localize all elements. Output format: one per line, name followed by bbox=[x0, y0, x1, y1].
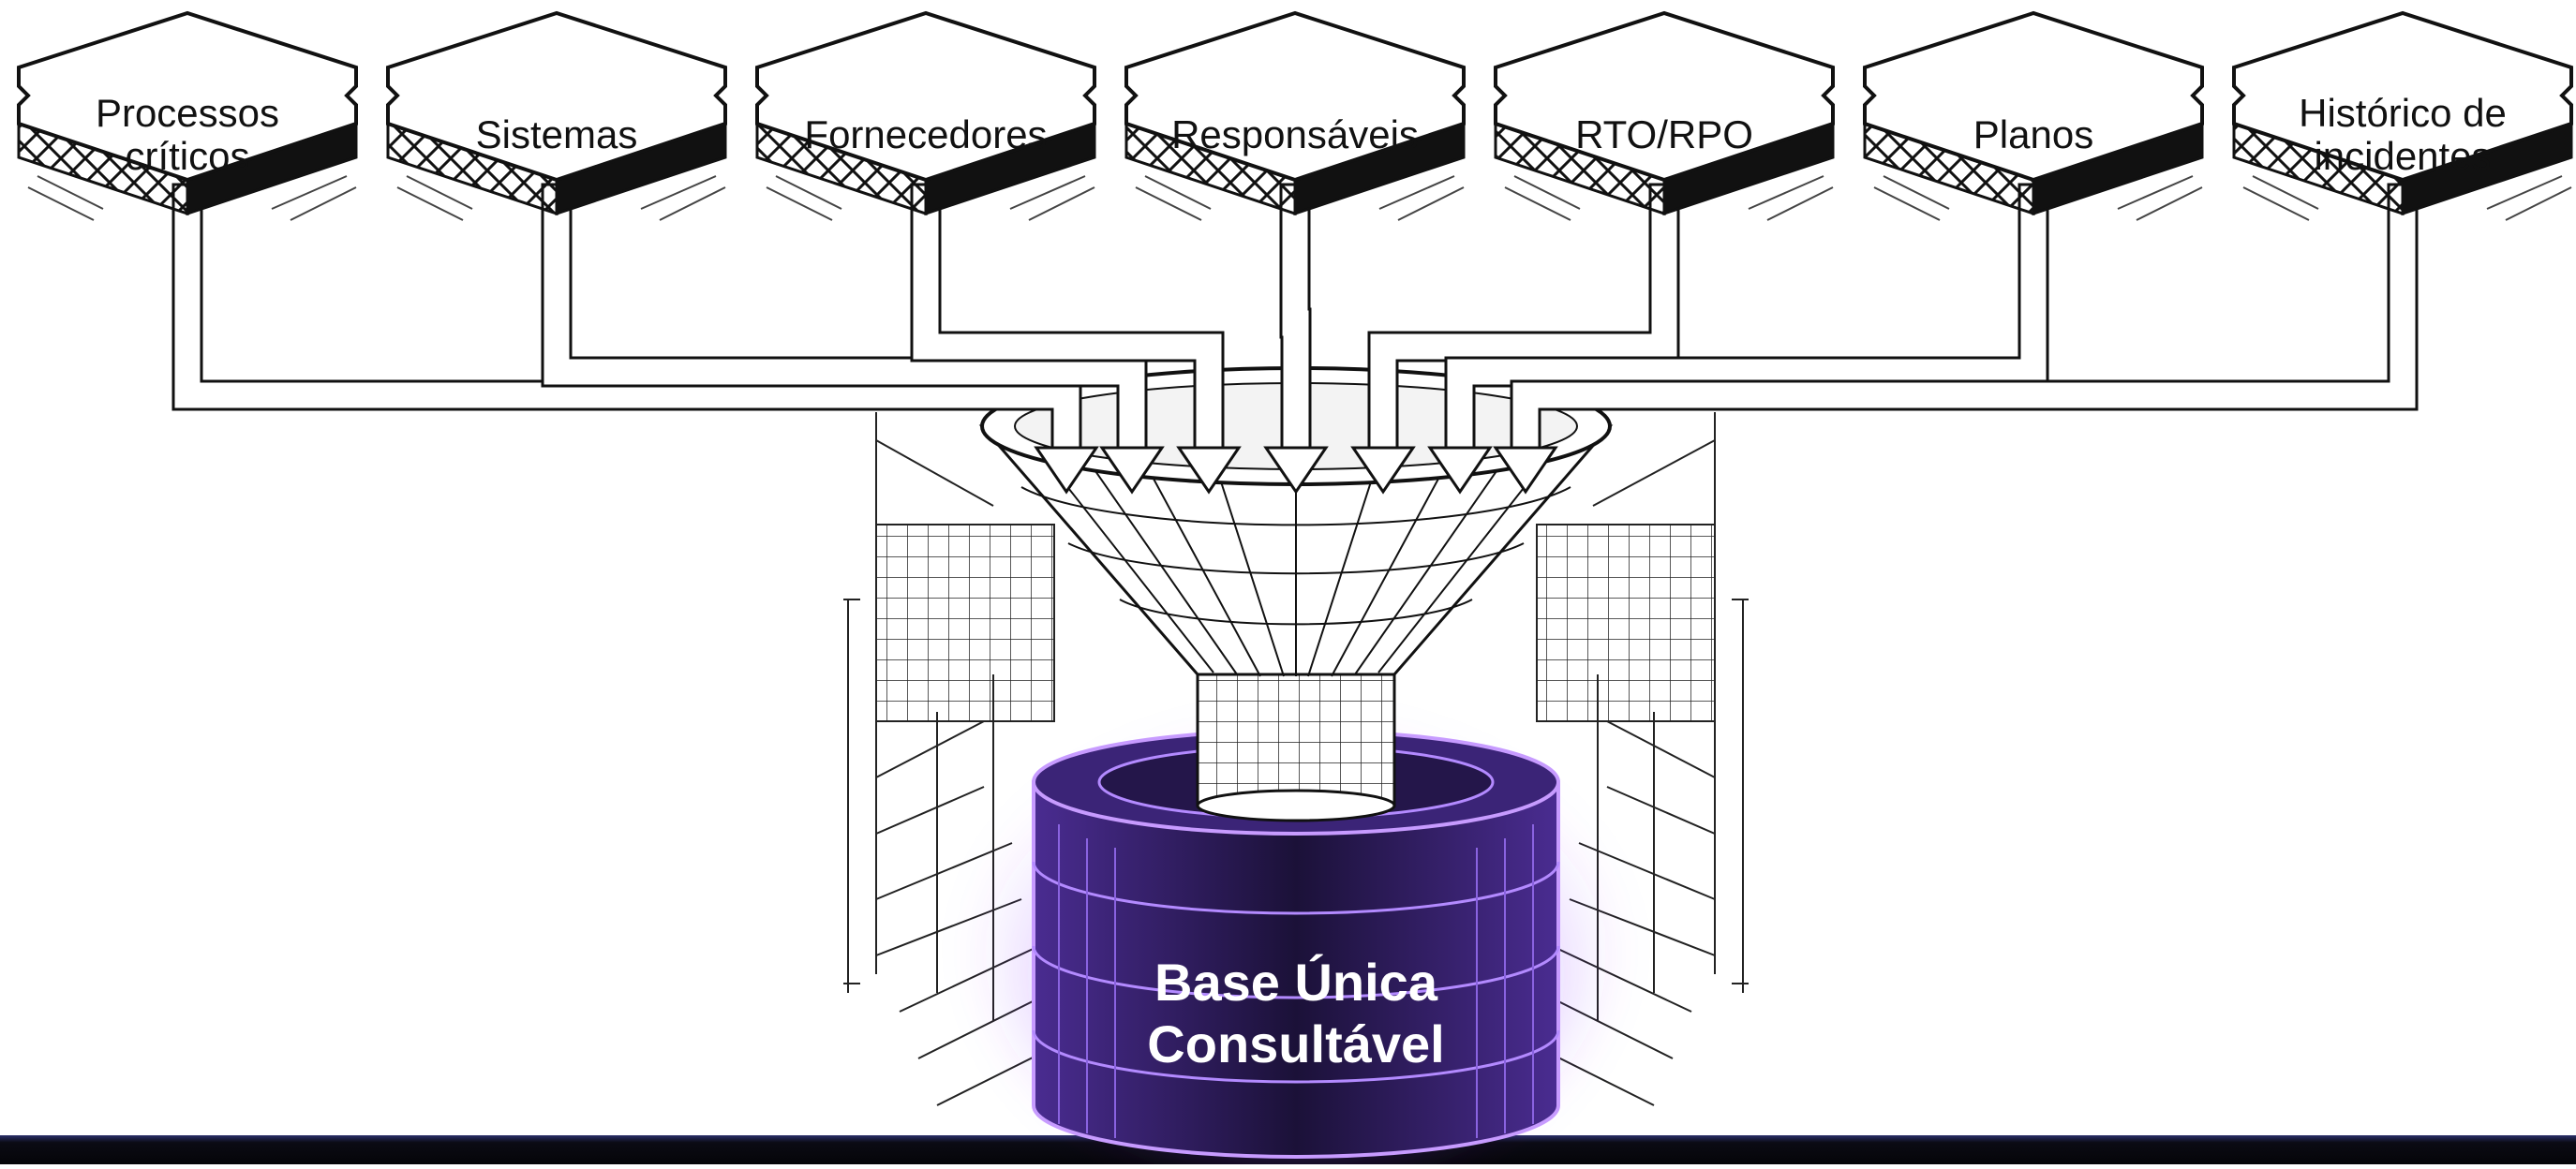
source-label-sistemas-line-1: Sistemas bbox=[476, 112, 638, 156]
connector-historico bbox=[1510, 183, 2419, 451]
source-tile-sistemas: Sistemas bbox=[386, 10, 727, 221]
target-label-line-1: Base Única bbox=[1154, 953, 1438, 1012]
target-label-line-2: Consultável bbox=[1147, 1014, 1444, 1073]
source-label-processos-line-2: críticos bbox=[125, 134, 249, 178]
source-label-processos-line-1: Processos bbox=[96, 91, 279, 135]
tile-top-face bbox=[1124, 10, 1466, 183]
tile-top-face bbox=[1863, 10, 2204, 183]
tile-shadow-lines bbox=[1504, 175, 1834, 221]
connectors bbox=[171, 183, 2419, 495]
tile-top-face bbox=[386, 10, 727, 183]
tile-shadow-lines bbox=[396, 175, 726, 221]
tile-shadow-lines bbox=[2242, 175, 2572, 221]
tile-shadow-lines bbox=[1873, 175, 2203, 221]
arrow-head-responsaveis bbox=[1263, 446, 1329, 495]
source-label-rto-rpo-line-1: RTO/RPO bbox=[1575, 112, 1753, 156]
tile-top-face bbox=[2232, 10, 2573, 183]
connector-processos bbox=[171, 183, 1082, 451]
source-label-historico-line-1: Histórico de bbox=[2299, 91, 2507, 135]
tile-top-face bbox=[1494, 10, 1835, 183]
arrow-head-rto-rpo bbox=[1350, 446, 1416, 495]
source-label-historico-line-2: incidentes bbox=[2314, 134, 2491, 178]
tile-top-face bbox=[755, 10, 1096, 183]
arrow-head-planos bbox=[1427, 446, 1493, 495]
source-tile-rto-rpo: RTO/RPO bbox=[1494, 10, 1835, 221]
arrow-head-historico bbox=[1493, 446, 1558, 495]
source-tile-planos: Planos bbox=[1863, 10, 2204, 221]
right-wireframe-panels bbox=[1484, 412, 1749, 1106]
source-tile-responsaveis: Responsáveis bbox=[1124, 10, 1466, 221]
arrow-head-sistemas bbox=[1099, 446, 1165, 495]
left-wireframe-panels bbox=[843, 412, 1107, 1106]
tile-top-face bbox=[17, 10, 358, 183]
arrow-head-processos bbox=[1034, 446, 1099, 495]
source-tile-fornecedores: Fornecedores bbox=[755, 10, 1096, 221]
tile-shadow-lines bbox=[1135, 175, 1465, 221]
tile-shadow-lines bbox=[27, 175, 357, 221]
source-label-planos-line-1: Planos bbox=[1973, 112, 2093, 156]
tile-shadow-lines bbox=[766, 175, 1095, 221]
source-label-fornecedores-line-1: Fornecedores bbox=[804, 112, 1047, 156]
arrow-head-fornecedores bbox=[1176, 446, 1242, 495]
source-label-responsaveis-line-1: Responsáveis bbox=[1171, 112, 1419, 156]
connector-responsaveis bbox=[1279, 183, 1312, 451]
